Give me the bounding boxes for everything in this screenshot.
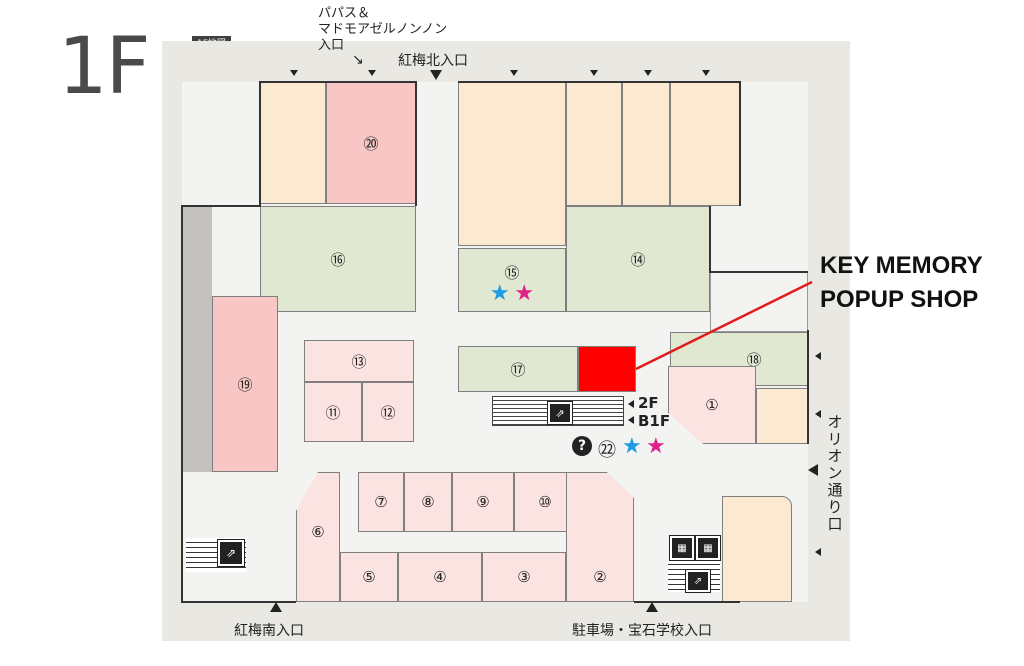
- arrow-left-icon: [815, 352, 821, 360]
- shop-unit[interactable]: [622, 82, 670, 206]
- gray-block: [182, 206, 212, 472]
- shop-number: ⑬: [351, 352, 367, 371]
- callout-title-line1: KEY MEMORY: [820, 252, 983, 279]
- elevator-icon: ▦: [695, 535, 721, 561]
- shop-2[interactable]: ②: [566, 472, 634, 602]
- entrance-south-label: 紅梅南入口: [234, 623, 304, 639]
- arrow-pointer-icon: ↘: [352, 52, 364, 68]
- callout-title-line2: POPUP SHOP: [820, 286, 979, 313]
- shop-13[interactable]: ⑬: [304, 340, 414, 382]
- entrance-parking-label: 駐車場・宝石学校入口: [572, 623, 712, 639]
- shop-number: ⑯: [330, 250, 346, 269]
- shop-number: ⑫: [380, 403, 396, 422]
- shop-unit[interactable]: [722, 496, 792, 602]
- shop-number: ③: [517, 568, 531, 586]
- escalator-up-label: 2F: [638, 394, 659, 412]
- arrow-down-icon: [590, 70, 598, 76]
- shop-3[interactable]: ③: [482, 552, 566, 602]
- shop-number: ①: [705, 396, 719, 414]
- entrance-north-label: 紅梅北入口: [398, 53, 468, 69]
- shop-unit[interactable]: [260, 82, 326, 204]
- arrow-left-icon: [628, 400, 634, 408]
- shop-number: ⑤: [362, 568, 376, 586]
- shop-number: ⑲: [237, 375, 253, 394]
- shop-14[interactable]: ⑭: [566, 206, 710, 312]
- shop-number: ⑩: [538, 493, 552, 511]
- south-entrance-arrow-icon: [270, 602, 282, 612]
- arrow-left-icon: [815, 548, 821, 556]
- shop-number: ⑨: [476, 493, 490, 511]
- shop-20[interactable]: ⑳: [326, 82, 416, 204]
- arrow-left-icon: [815, 410, 821, 418]
- shop-number: ⑪: [325, 403, 341, 422]
- shop-number: ⑧: [421, 493, 435, 511]
- shop-number: ⑭: [630, 250, 646, 269]
- star-magenta-icon: ★: [646, 434, 666, 459]
- shop-15[interactable]: ⑮ ★ ★: [458, 248, 566, 312]
- arrow-down-icon: [644, 70, 652, 76]
- open-area: [710, 272, 808, 332]
- floor-label: 1F: [58, 22, 150, 112]
- arrow-down-icon: [290, 70, 298, 76]
- info-question-icon[interactable]: ?: [572, 436, 592, 456]
- escalator-icon: ⇗: [685, 569, 711, 593]
- shop-16[interactable]: ⑯: [260, 206, 416, 312]
- star-blue-icon: ★: [489, 280, 510, 306]
- north-entrance-arrow-icon: [430, 70, 442, 80]
- star-magenta-icon: ★: [514, 280, 535, 306]
- shop-19[interactable]: ⑲: [212, 296, 278, 472]
- shop-9[interactable]: ⑨: [452, 472, 514, 532]
- shop-number: ④: [433, 568, 447, 586]
- shop-7[interactable]: ⑦: [358, 472, 404, 532]
- shop-10[interactable]: ⑩: [514, 472, 576, 532]
- shop-8[interactable]: ⑧: [404, 472, 452, 532]
- shop-number: ②: [593, 568, 607, 586]
- shop-22[interactable]: ㉒: [598, 440, 616, 461]
- entrance-papas-label: パパス＆ マドモアゼルノンノン 入口: [318, 6, 448, 53]
- shop-4[interactable]: ④: [398, 552, 482, 602]
- shop-17[interactable]: ⑰: [458, 346, 578, 392]
- escalator-icon: ⇗: [547, 401, 573, 425]
- arrow-down-icon: [510, 70, 518, 76]
- shop-11[interactable]: ⑪: [304, 382, 362, 442]
- entrance-orion-label: オ リ オ ン 通 り 口: [827, 413, 843, 533]
- shop-5[interactable]: ⑤: [340, 552, 398, 602]
- orion-entrance-arrow-icon: [808, 464, 818, 476]
- callout-line: [635, 280, 813, 371]
- shop-number: ⑮: [504, 263, 520, 282]
- arrow-left-icon: [628, 416, 634, 424]
- arrow-down-icon: [368, 70, 376, 76]
- shop-1[interactable]: ①: [668, 366, 756, 444]
- arrow-down-icon: [702, 70, 710, 76]
- shop-number: ⑳: [363, 134, 379, 153]
- escalator-down-label: B1F: [638, 412, 671, 430]
- elevator-icon: ▦: [669, 535, 695, 561]
- stairs-icon: ⇗: [217, 539, 245, 567]
- popup-shop-box[interactable]: [578, 346, 636, 392]
- parking-entrance-arrow-icon: [646, 602, 658, 612]
- shop-12[interactable]: ⑫: [362, 382, 414, 442]
- star-blue-icon: ★: [622, 434, 642, 459]
- shop-number: ⑰: [510, 360, 526, 379]
- shop-number: ⑱: [746, 350, 762, 369]
- shop-number: ⑥: [311, 523, 325, 541]
- shop-number: ⑦: [374, 493, 388, 511]
